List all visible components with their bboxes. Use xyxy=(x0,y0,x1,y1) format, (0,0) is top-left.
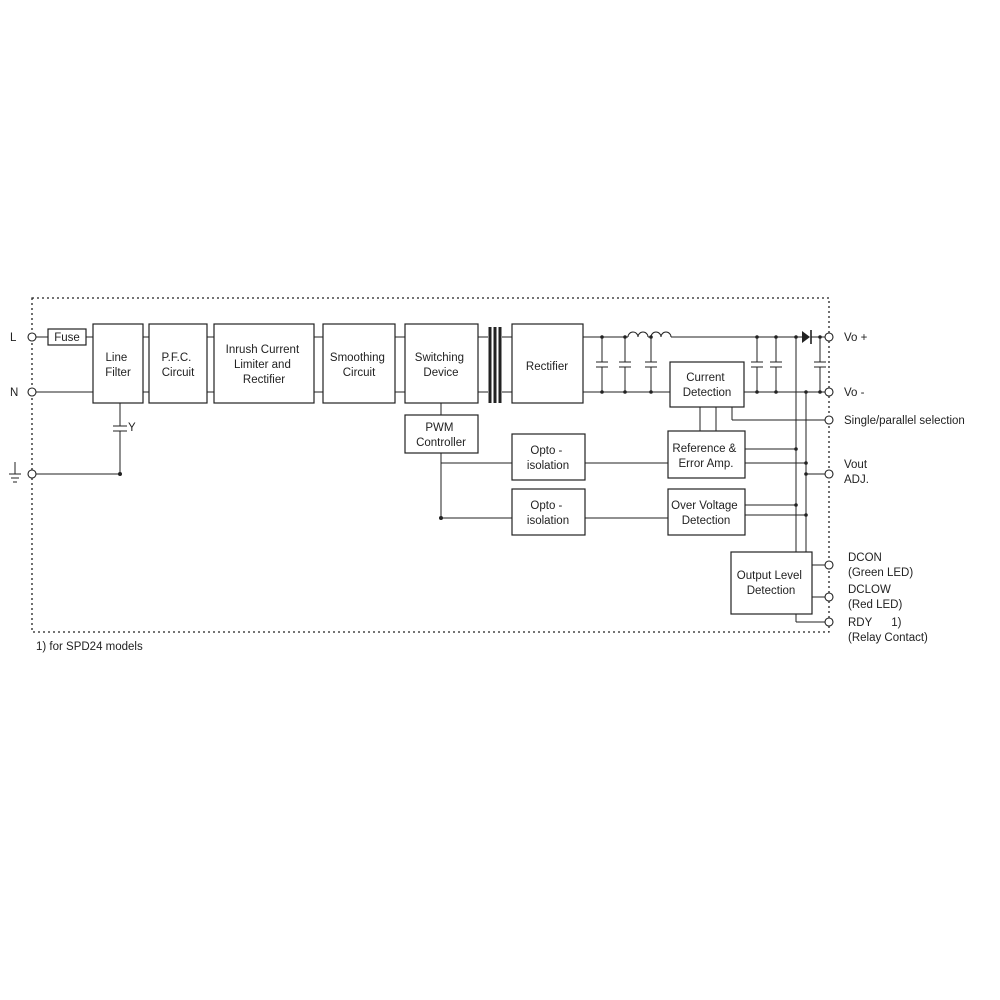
reference-error-amp-block: Reference & Error Amp. xyxy=(667,430,746,479)
switching-device-block: Switching Device xyxy=(404,323,479,404)
terminal-dcon xyxy=(824,560,834,570)
output-level-label-2: Detection xyxy=(747,585,796,597)
svg-text:Inrush Current Limiter a: Inrush Current Limiter and Rectifier xyxy=(226,344,303,386)
junction-dots xyxy=(118,335,822,520)
opto2-label-2: isolation xyxy=(527,515,569,527)
svg-text:PWM Controller: PWM Controller xyxy=(416,422,466,449)
svg-text:Switching Device: Switching Device xyxy=(415,352,467,379)
fuse-label: Fuse xyxy=(54,332,80,344)
line-filter-label-2: Filter xyxy=(105,367,131,379)
svg-text:Opto - isolation: Opto - isolation xyxy=(527,445,569,472)
svg-text:Current Detection: Current Detection xyxy=(683,372,732,399)
vout-label: Vout xyxy=(844,459,868,471)
svg-text:DCLOW (Red LED): DCLOW (Red LED) xyxy=(848,584,902,611)
enclosure-border xyxy=(31,297,830,633)
opto1-label-2: isolation xyxy=(527,460,569,472)
inrush-label-1: Inrush Current xyxy=(226,344,300,356)
vo-plus-label: Vo + xyxy=(844,332,868,344)
dclow-label: DCLOW xyxy=(848,584,891,596)
rectifier-block: Rectifier xyxy=(511,323,584,404)
current-detection-label-1: Current xyxy=(686,372,725,384)
svg-text:RDY 1) (Relay Contact: RDY 1) (Relay Contact) xyxy=(848,617,928,644)
y-capacitor-label: Y xyxy=(128,422,136,434)
fuse-block: Fuse xyxy=(47,328,87,346)
smoothing-label-2: Circuit xyxy=(343,367,376,379)
svg-text:Output Level Detection: Output Level Detection xyxy=(737,570,805,597)
input-n-label: N xyxy=(10,387,18,399)
pfc-circuit-block: P.F.C. Circuit xyxy=(148,323,208,404)
input-l-label: L xyxy=(10,332,17,344)
smoothing-label-1: Smoothing xyxy=(330,352,385,364)
current-detection-label-2: Detection xyxy=(683,387,732,399)
dcon-label: DCON xyxy=(848,552,882,564)
reference-label-1: Reference & xyxy=(672,443,736,455)
switching-label-2: Device xyxy=(423,367,458,379)
current-detection-block: Current Detection xyxy=(669,361,745,408)
svg-text:Smoothing Circuit: Smoothing Circuit xyxy=(330,352,388,379)
terminal-ground xyxy=(27,469,37,479)
terminal-n xyxy=(27,387,37,397)
terminal-l xyxy=(27,332,37,342)
opto-isolation-block-2: Opto - isolation xyxy=(511,488,586,536)
svg-text:Opto - isolation: Opto - isolation xyxy=(527,500,569,527)
adj-label: ADJ. xyxy=(844,474,869,486)
svg-text:Line Filter: Line Filter xyxy=(105,352,131,379)
reference-label-2: Error Amp. xyxy=(679,458,734,470)
svg-text:Over Voltage Detection: Over Voltage Detection xyxy=(671,500,741,527)
pwm-label-1: PWM xyxy=(425,422,453,434)
output-level-label-1: Output Level xyxy=(737,570,802,582)
svg-text:Reference & Error Amp.: Reference & Error Amp. xyxy=(672,443,739,470)
opto2-label-1: Opto - xyxy=(530,500,562,512)
pwm-controller-block: PWM Controller xyxy=(404,414,479,454)
over-voltage-label-1: Over Voltage xyxy=(671,500,737,512)
over-voltage-label-2: Detection xyxy=(682,515,731,527)
rdy-label: RDY 1) xyxy=(848,617,902,629)
switching-label-1: Switching xyxy=(415,352,464,364)
output-level-detection-block: Output Level Detection xyxy=(730,551,813,615)
svg-text:Vout ADJ.: Vout ADJ. xyxy=(844,459,870,486)
rdy-sub-label: (Relay Contact) xyxy=(848,632,928,644)
opto1-label-1: Opto - xyxy=(530,445,562,457)
line-filter-label-1: Line xyxy=(106,352,128,364)
terminal-dclow xyxy=(824,592,834,602)
svg-text:Fuse: Fuse xyxy=(54,332,80,344)
line-filter-block: Line Filter xyxy=(92,323,144,404)
terminal-vout-adj xyxy=(824,469,834,479)
single-parallel-label: Single/parallel selection xyxy=(844,415,965,427)
smoothing-circuit-block: Smoothing Circuit xyxy=(322,323,396,404)
pfc-label-1: P.F.C. xyxy=(161,352,191,364)
terminal-vo-minus xyxy=(824,387,834,397)
inrush-label-3: Rectifier xyxy=(243,374,285,386)
footnote: 1) for SPD24 models xyxy=(36,641,143,653)
svg-text:Rectifier: Rectifier xyxy=(526,361,568,373)
inrush-limiter-block: Inrush Current Limiter and Rectifier xyxy=(213,323,315,404)
terminal-vo-plus xyxy=(824,332,834,342)
opto-isolation-block-1: Opto - isolation xyxy=(511,433,586,481)
terminal-rdy xyxy=(824,617,834,627)
dcon-sub-label: (Green LED) xyxy=(848,567,913,579)
terminal-single-parallel xyxy=(824,415,834,425)
pfc-label-2: Circuit xyxy=(162,367,195,379)
rectifier-label: Rectifier xyxy=(526,361,568,373)
terminals xyxy=(27,332,834,627)
over-voltage-detection-block: Over Voltage Detection xyxy=(667,488,746,536)
inrush-label-2: Limiter and xyxy=(234,359,291,371)
svg-text:DCON (Green LED): DCON (Green LED) xyxy=(848,552,913,579)
dclow-sub-label: (Red LED) xyxy=(848,599,902,611)
vo-minus-label: Vo - xyxy=(844,387,865,399)
pwm-label-2: Controller xyxy=(416,437,466,449)
svg-text:P.F.C. Circuit: P.F.C. Circuit xyxy=(161,352,195,379)
